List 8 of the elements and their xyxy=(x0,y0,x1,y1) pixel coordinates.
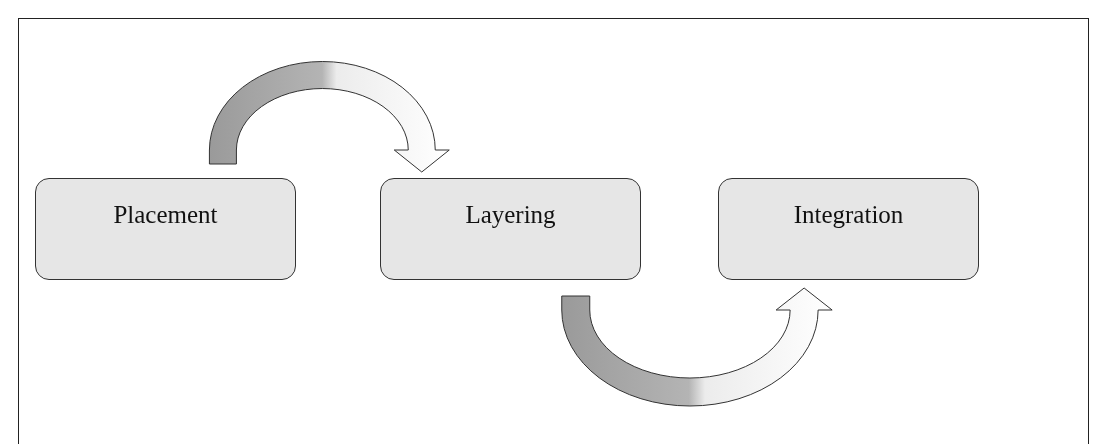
process-box xyxy=(718,178,979,280)
box-label: Placement xyxy=(113,201,218,229)
curved-arrow xyxy=(561,287,833,407)
process-box xyxy=(35,178,296,280)
box-label: Integration xyxy=(793,201,904,229)
curved-arrow xyxy=(208,61,450,173)
box-label: Layering xyxy=(465,201,556,229)
process-box xyxy=(380,178,641,280)
